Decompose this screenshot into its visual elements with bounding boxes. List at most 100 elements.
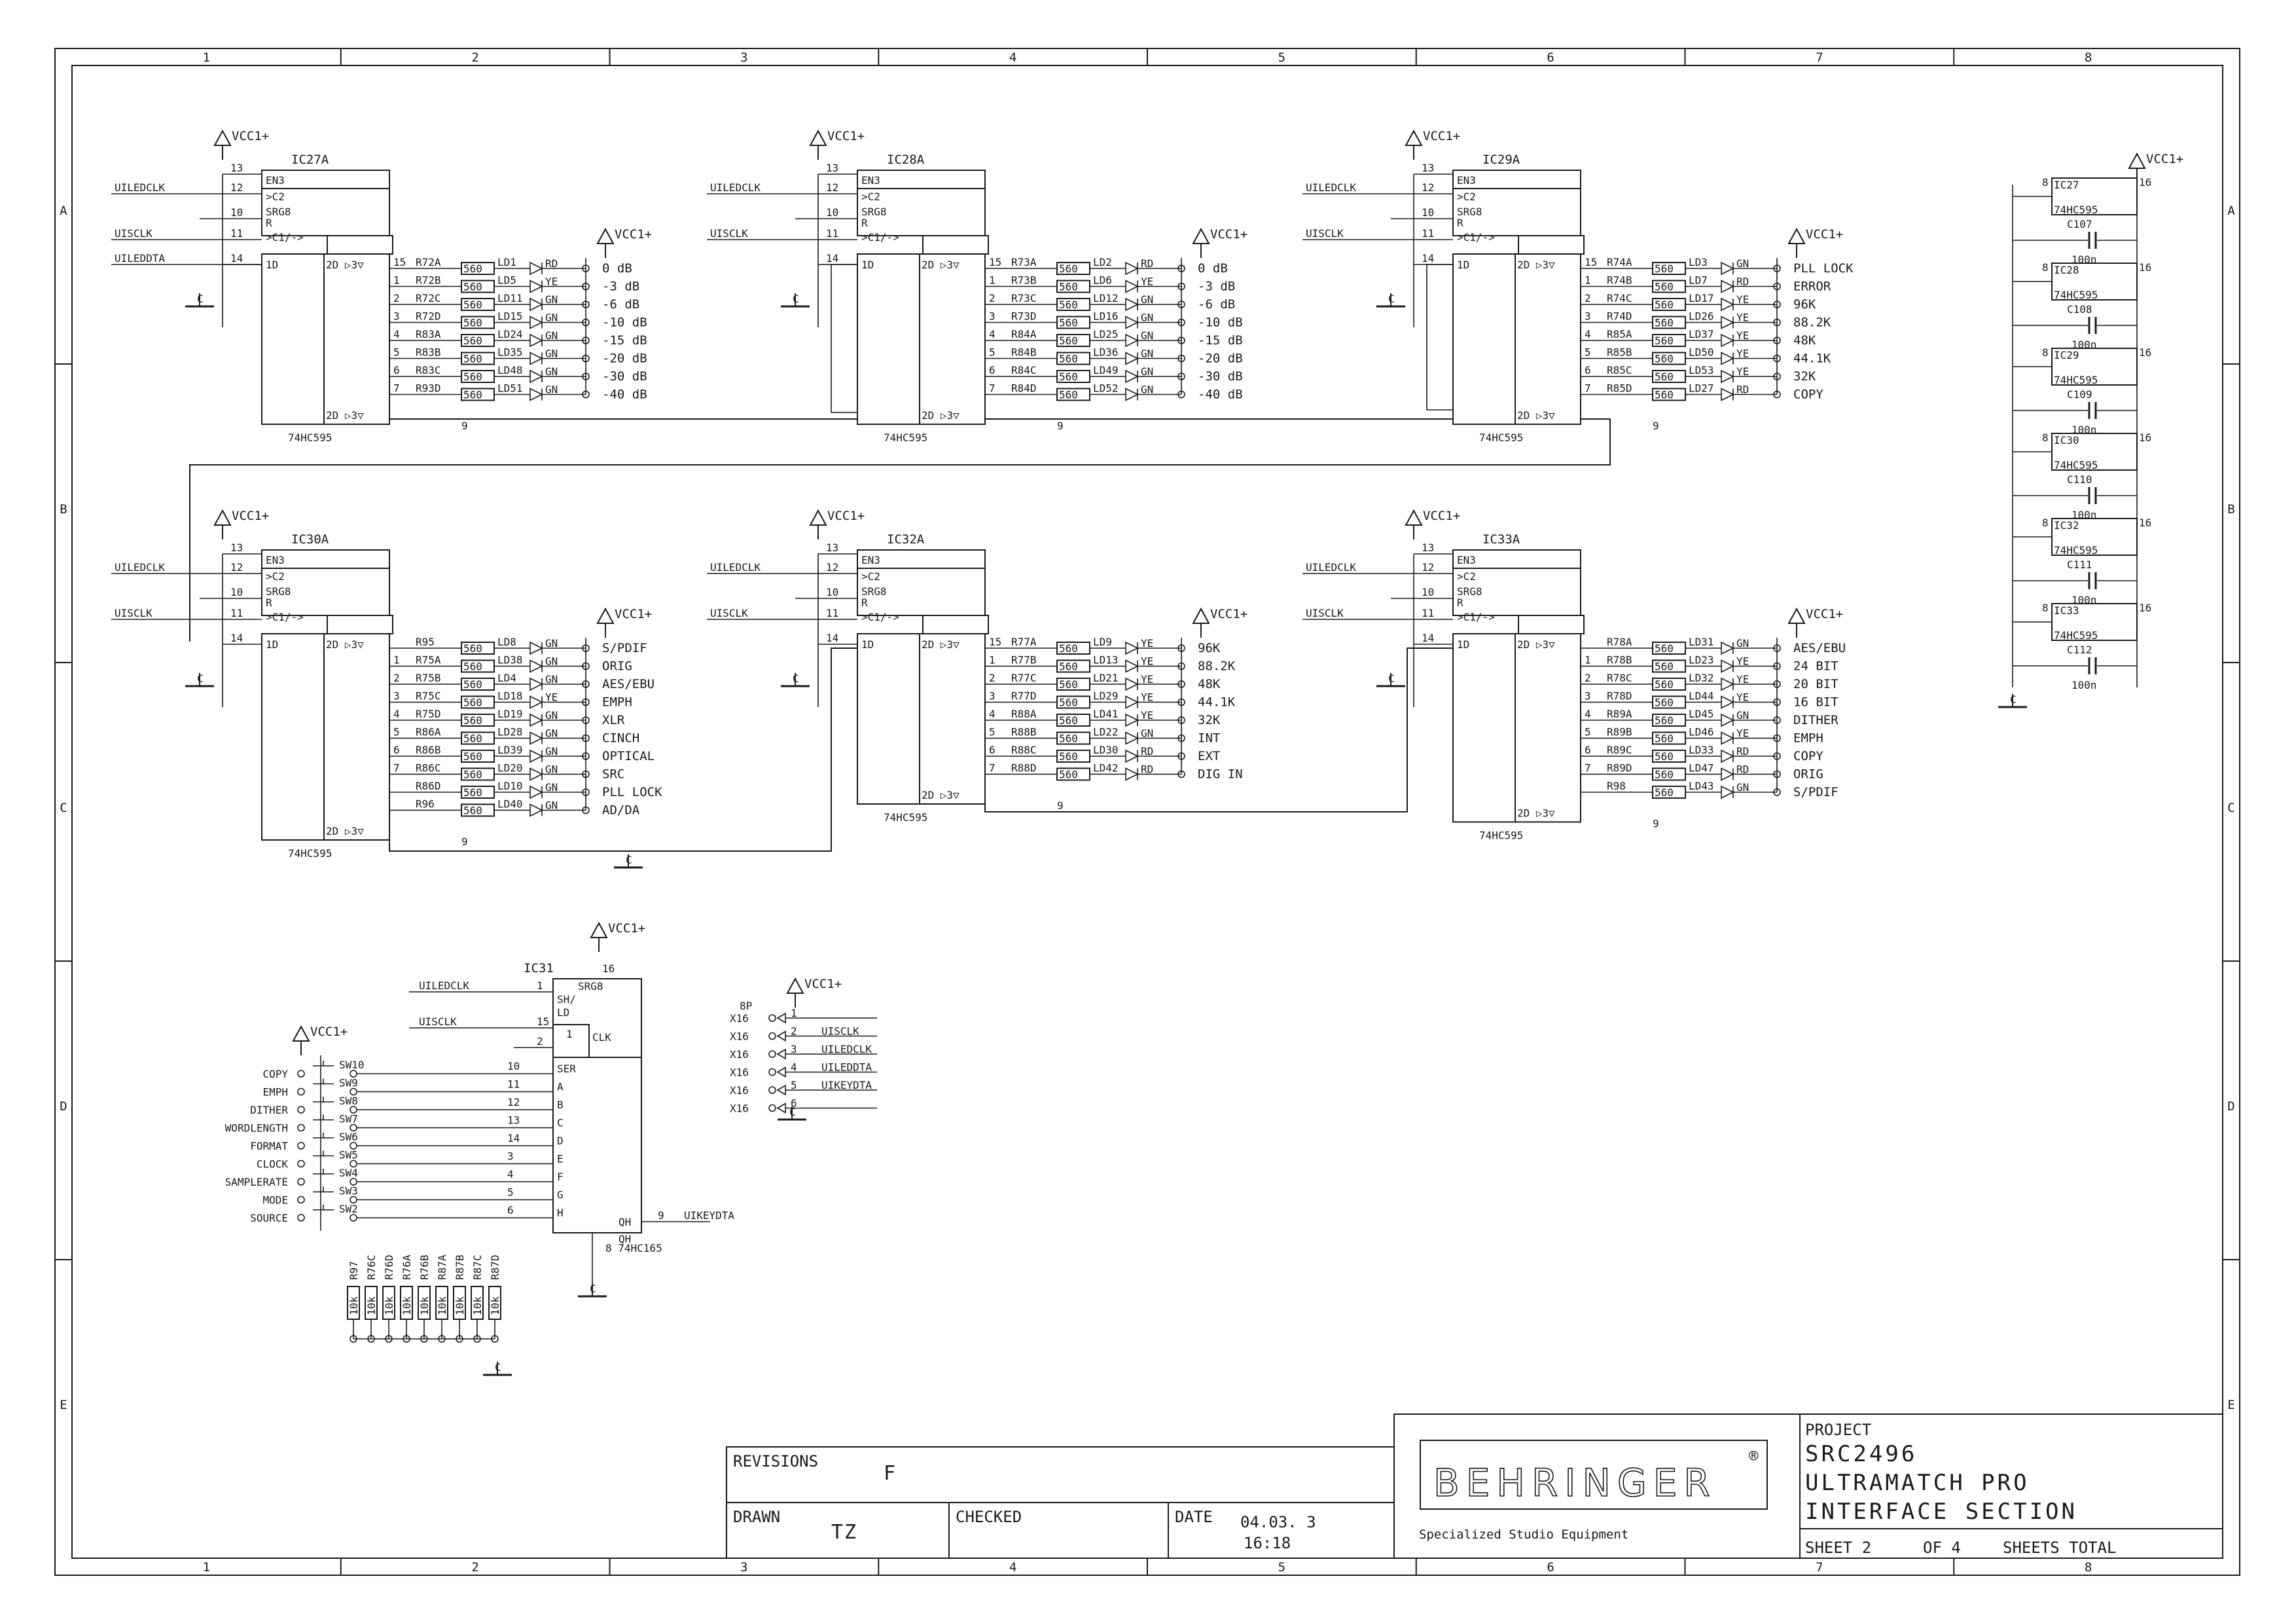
resistor-ref: R73D [1011,310,1037,323]
led-function: 96K [1198,641,1221,655]
switch-ref: SW5 [339,1149,358,1161]
pin-number: 15 [537,1015,549,1028]
resistor-value: 560 [1655,389,1674,401]
pullup-ref: R87A [436,1254,448,1280]
resistor-ref: R77B [1011,654,1037,666]
pullup-value: 10k [454,1296,466,1315]
vcc-arrow-icon [1405,129,1423,146]
pin-number: 6 [393,744,400,756]
led-ref: LD5 [497,274,516,287]
pin-label: 2D ▷3▽ [922,409,960,422]
led-function: 48K [1793,333,1816,348]
pin-number: 10 [826,586,838,598]
led-ref: LD40 [497,798,523,811]
resistor-ref: R74B [1607,274,1632,287]
drawn-label: DRAWN [733,1508,780,1526]
vcc-arrow-icon [1192,607,1210,624]
resistor-ref: R88B [1011,726,1037,739]
pin-label: 2D ▷3▽ [1517,638,1555,651]
ground-label: C [590,1283,596,1295]
pin-number: 3 [1585,690,1591,702]
pullup-ref: R76A [401,1254,413,1280]
pin-label: SRG8 [578,980,603,993]
resistor-ref: R73C [1011,292,1037,304]
led-color: RD [545,257,558,270]
connector-pin-icon [776,1012,786,1024]
led-ref: LD12 [1093,292,1119,304]
pin-label: 1D [861,259,874,271]
pin-label: SRG8 [266,206,291,218]
connector-pin-icon [776,1103,786,1114]
resistor-ref: R72C [416,292,441,304]
pin-label: 2D ▷3▽ [1517,409,1555,422]
pin-number: 2 [537,1035,543,1048]
vcc-symbol: VCC1+ [2128,152,2183,183]
led-icon [529,767,543,781]
led-function: 32K [1198,713,1221,727]
led-color: GN [545,781,558,793]
pin-number: 3 [989,310,996,323]
pin-number: 3 [393,690,400,702]
led-ref: LD1 [497,256,516,268]
ground-symbol: C [781,672,810,687]
project-box [1799,1413,2223,1559]
pullup-ref: R87C [471,1254,484,1280]
led-function: -30 dB [1198,369,1243,384]
pin-number: 5 [989,726,996,739]
pin-number: 7 [393,762,400,775]
pin-number: 11 [230,607,243,619]
pin-number: 1 [1585,274,1591,287]
terminal-icon [297,1214,305,1222]
resistor-value: 560 [463,786,482,799]
column-label-top: 3 [740,50,747,65]
resistor-value: 560 [1655,661,1674,673]
vcc-arrow-icon [1787,227,1806,244]
vcc-label: VCC1+ [608,921,645,936]
resistor-ref: R75B [416,672,441,684]
signal-label: UISCLK [710,227,748,240]
pin-number: 4 [989,328,996,340]
switch-ref: SW4 [339,1167,358,1179]
led-color: GN [1736,257,1749,270]
capacitor-ref: C107 [2067,218,2092,230]
led-color: GN [545,727,558,740]
ground-symbol: C [614,854,643,869]
pullup-ref: R76D [383,1254,395,1280]
resistor-value: 560 [463,371,482,383]
pin-number: 1 [537,979,543,992]
led-color: GN [545,365,558,378]
led-color: YE [1736,655,1749,668]
led-icon [1721,641,1734,655]
led-ref: LD38 [497,654,523,666]
pin-number: 11 [826,607,838,619]
led-color: GN [1141,727,1153,740]
led-icon [529,333,543,348]
terminal-icon [350,1195,357,1204]
capacitor-value: 100n [2072,679,2097,691]
led-color: RD [1736,384,1749,396]
pin-label: 1D [1457,259,1469,271]
pin-number: 8 [2042,261,2049,274]
resistor-ref: R74D [1607,310,1632,323]
led-icon [1721,713,1734,727]
led-icon [1125,659,1139,673]
vcc-symbol: VCC1+ [596,607,652,638]
pin-number: 1 [393,654,400,666]
led-color: GN [1141,312,1153,324]
pin-number: 7 [393,382,400,395]
ic-part: 74HC595 [2054,629,2098,642]
pin-label: >C1/-> [266,231,304,244]
pin-number: 10 [826,206,838,219]
ic-ref: IC27A [291,153,329,167]
vcc-label: VCC1+ [1423,129,1460,143]
signal-label: UISCLK [1306,607,1344,619]
terminal-icon [297,1159,305,1168]
pin-label: 2D ▷3▽ [326,825,364,837]
pin-number: 10 [1422,586,1434,598]
led-color: GN [1141,348,1153,360]
connector-pin-icon [776,1067,786,1078]
